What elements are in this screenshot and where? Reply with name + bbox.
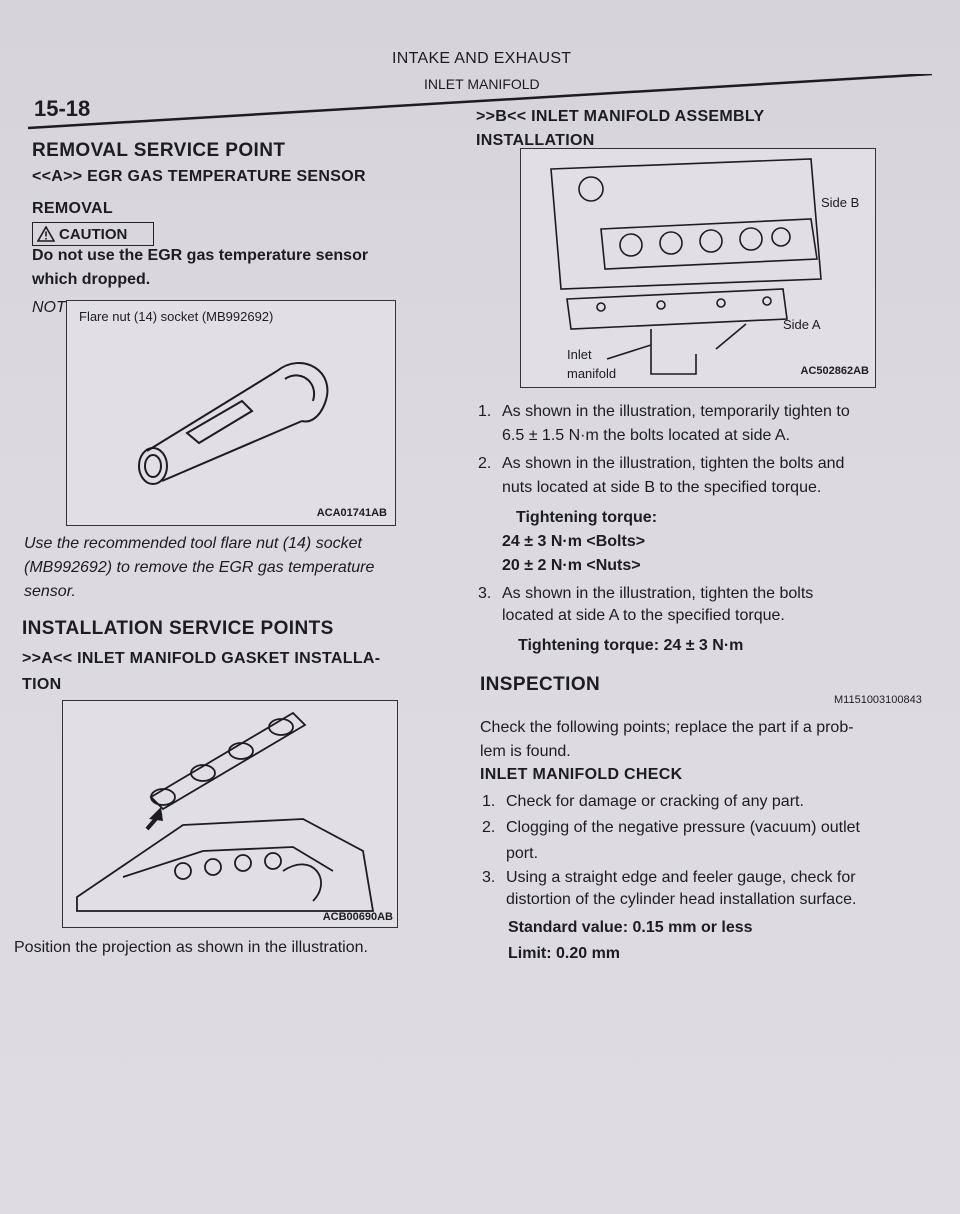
- step-1-cont: 6.5 ± 1.5 N·m the bolts located at side …: [502, 427, 791, 444]
- installation-subtitle-line2: TION: [22, 676, 62, 693]
- removal-subtitle-line1: <<A>> EGR GAS TEMPERATURE SENSOR: [32, 168, 366, 185]
- torque-nuts: 20 ± 2 N·m <Nuts>: [502, 557, 641, 574]
- note-text-line1: Use the recommended tool flare nut (14) …: [24, 535, 362, 552]
- step-3: 3.As shown in the illustration, tighten …: [478, 585, 814, 602]
- figure-inlet-manifold: Side B Side A Inlet manifold AC502862AB: [520, 148, 876, 388]
- torque-bolts: 24 ± 3 N·m <Bolts>: [502, 533, 646, 550]
- gasket-illustration: [76, 711, 375, 912]
- removal-subtitle-line2: REMOVAL: [32, 200, 113, 217]
- inspection-text-line1: Check the following points; replace the …: [480, 719, 854, 736]
- figure-code: ACA01741AB: [316, 507, 387, 519]
- assembly-title-line2: INSTALLATION: [476, 132, 595, 149]
- figure-flare-nut-socket: Flare nut (14) socket (MB992692) ACA0174…: [66, 300, 396, 526]
- section-title: INLET MANIFOLD: [424, 76, 540, 92]
- figure-code: AC502862AB: [800, 365, 869, 377]
- torque-label: Tightening torque:: [516, 509, 658, 526]
- check-title: INLET MANIFOLD CHECK: [480, 766, 683, 783]
- caution-text-line1: Do not use the EGR gas temperature senso…: [32, 247, 369, 264]
- label-inlet: Inlet: [567, 347, 592, 362]
- caution-text-line2: which dropped.: [32, 271, 151, 288]
- removal-title: REMOVAL SERVICE POINT: [32, 140, 286, 161]
- standard-value: Standard value: 0.15 mm or less: [508, 919, 753, 936]
- torque-step3: Tightening torque: 24 ± 3 N·m: [518, 637, 744, 654]
- caution-box: CAUTION: [32, 222, 154, 246]
- figure-gasket: ACB00690AB: [62, 700, 398, 928]
- step-2-cont: nuts located at side B to the specified …: [502, 479, 822, 496]
- note-text-line2: (MB992692) to remove the EGR gas tempera…: [24, 559, 375, 576]
- step-1: 1.As shown in the illustration, temporar…: [478, 403, 850, 420]
- check-2-cont: port.: [506, 845, 539, 862]
- check-3: 3.Using a straight edge and feeler gauge…: [482, 869, 856, 886]
- figure-caption: Flare nut (14) socket (MB992692): [79, 309, 274, 324]
- label-manifold: manifold: [567, 366, 617, 381]
- label-side-b: Side B: [821, 195, 860, 210]
- chapter-title: INTAKE AND EXHAUST: [392, 50, 572, 67]
- label-side-a: Side A: [783, 317, 821, 332]
- figure-code: ACB00690AB: [322, 911, 393, 923]
- assembly-title-line1: >>B<< INLET MANIFOLD ASSEMBLY: [476, 108, 765, 125]
- check-3-cont: distortion of the cylinder head installa…: [506, 891, 857, 908]
- inspection-title: INSPECTION: [480, 674, 601, 695]
- limit-value: Limit: 0.20 mm: [508, 945, 621, 962]
- check-1: 1.Check for damage or cracking of any pa…: [482, 793, 804, 810]
- step-2: 2.As shown in the illustration, tighten …: [478, 455, 845, 472]
- header-rule: [28, 74, 932, 130]
- step-3-cont: located at side A to the specified torqu…: [502, 607, 785, 624]
- page-number: 15-18: [34, 96, 91, 121]
- check-2: 2.Clogging of the negative pressure (vac…: [482, 819, 860, 836]
- manifold-illustration: [550, 158, 822, 375]
- installation-title: INSTALLATION SERVICE POINTS: [22, 618, 334, 639]
- warning-triangle-icon: [37, 226, 55, 242]
- gasket-instruction: Position the projection as shown in the …: [14, 939, 368, 956]
- note-text-line3: sensor.: [24, 583, 76, 600]
- caution-label: CAUTION: [59, 225, 128, 243]
- socket-illustration: [138, 361, 329, 485]
- inspection-code: M1151003100843: [834, 694, 922, 706]
- inspection-text-line2: lem is found.: [480, 743, 571, 760]
- installation-subtitle-line1: >>A<< INLET MANIFOLD GASKET INSTALLA-: [22, 650, 381, 667]
